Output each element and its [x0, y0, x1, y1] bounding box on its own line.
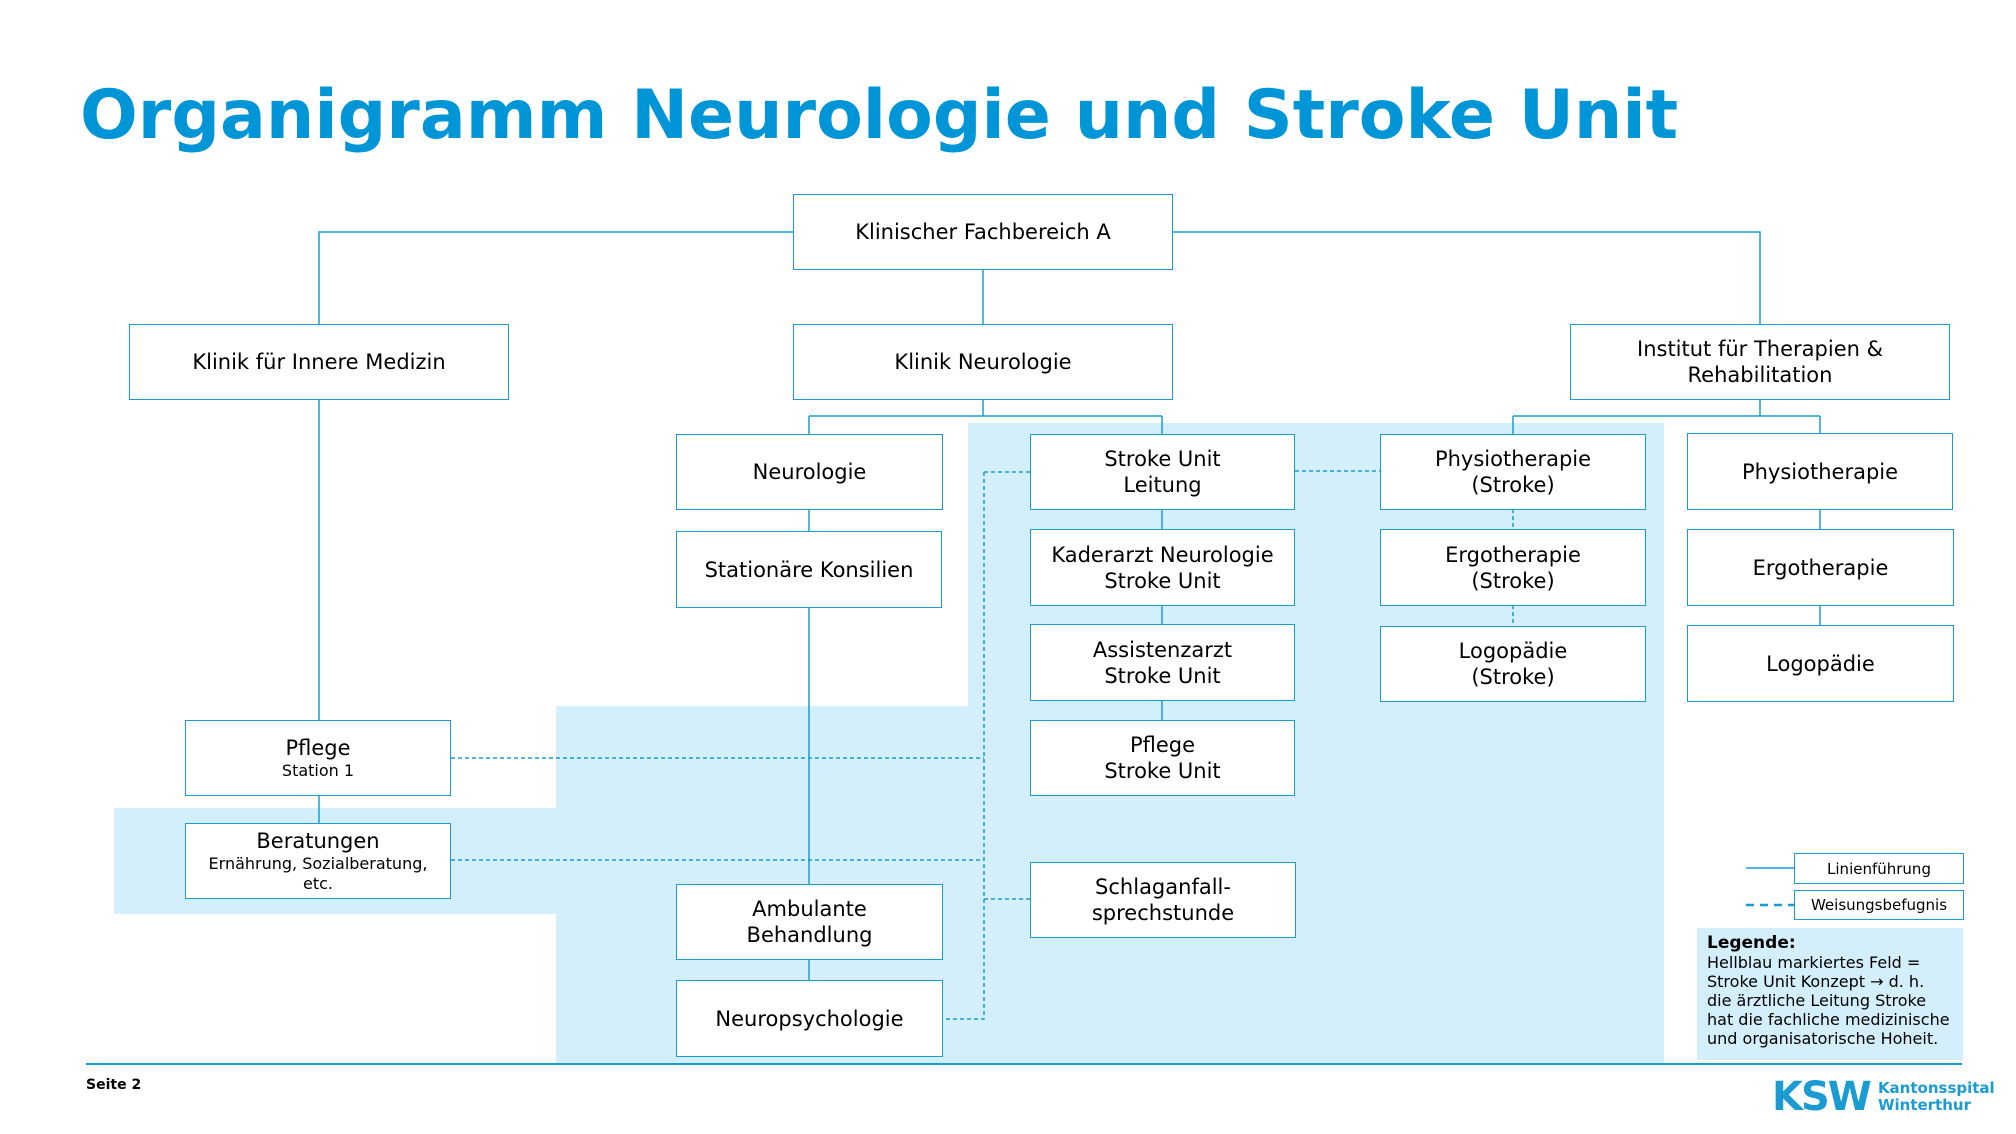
- node-logo-stroke: Logopädie (Stroke): [1380, 626, 1646, 702]
- line-neuro-split: [808, 399, 1163, 434]
- node-label: Neurologie: [752, 460, 867, 484]
- node-konsilien: Stationäre Konsilien: [676, 531, 942, 608]
- node-label: Stroke Unit: [1104, 568, 1221, 593]
- node-label: (Stroke): [1471, 568, 1555, 593]
- node-label: Rehabilitation: [1687, 363, 1833, 387]
- node-beratungen: Beratungen Ernährung, Sozialberatung, et…: [185, 823, 451, 899]
- line-institut-split: [1512, 399, 1821, 434]
- node-ergo: Ergotherapie: [1687, 529, 1954, 606]
- node-label: (Stroke): [1471, 665, 1555, 689]
- logo-name: Kantonsspital Winterthur: [1878, 1080, 1995, 1114]
- node-label: Stroke Unit: [1104, 663, 1221, 688]
- node-logo: Logopädie: [1687, 625, 1954, 702]
- node-label: Ergotherapie: [1445, 542, 1581, 567]
- node-label: Klinik für Innere Medizin: [192, 350, 446, 374]
- node-physio-stroke: Physiotherapie (Stroke): [1380, 434, 1646, 510]
- node-pflege-station: Pflege Station 1: [185, 720, 451, 796]
- node-label: Stroke Unit: [1104, 447, 1221, 471]
- node-assistenzarzt: Assistenzarzt Stroke Unit: [1030, 624, 1295, 701]
- node-label: Kaderarzt Neurologie: [1051, 542, 1274, 567]
- legend-dashed: Weisungsbefugnis: [1794, 890, 1964, 920]
- node-label: Pflege: [285, 736, 351, 760]
- node-ergo-stroke: Ergotherapie (Stroke): [1380, 529, 1646, 606]
- legend-solid: Linienführung: [1794, 853, 1964, 884]
- node-label: Assistenzarzt: [1092, 637, 1233, 662]
- node-label: Beratungen: [256, 829, 380, 853]
- node-ambulante: Ambulante Behandlung: [676, 884, 943, 960]
- node-label: Pflege: [1129, 733, 1196, 757]
- page-number: Seite 2: [86, 1077, 142, 1093]
- page-title: Organigramm Neurologie und Stroke Unit: [80, 76, 1679, 155]
- dashed-vertical: [943, 472, 985, 1020]
- ksw-logo: KSW Kantonsspital Winterthur: [1772, 1077, 1995, 1117]
- logo-line2: Winterthur: [1877, 1096, 1971, 1114]
- node-label: Klinik Neurologie: [894, 350, 1072, 374]
- logo-line1: Kantonsspital: [1877, 1079, 1995, 1097]
- node-institut: Institut für Therapien & Rehabilitation: [1570, 324, 1950, 400]
- line-top-right: [1173, 231, 1761, 324]
- node-label: Ambulante: [752, 897, 867, 921]
- node-label: Stroke Unit: [1104, 759, 1221, 783]
- node-label: Schlaganfall-: [1095, 875, 1231, 899]
- node-label: Behandlung: [746, 923, 873, 947]
- node-stroke-leitung: Stroke Unit Leitung: [1030, 434, 1295, 510]
- node-label: sprechstunde: [1091, 901, 1235, 925]
- legend-note-title: Legende:: [1707, 933, 1796, 953]
- node-label: Logopädie: [1458, 639, 1568, 663]
- legend-note-text: Hellblau markiertes Feld = Stroke Unit K…: [1707, 953, 1950, 1048]
- node-physio: Physiotherapie: [1687, 433, 1953, 510]
- node-sublabel: Station 1: [281, 761, 355, 780]
- footer-divider: [86, 1063, 1962, 1065]
- node-label: Institut für Therapien &: [1637, 337, 1883, 361]
- node-schlaganfall: Schlaganfall- sprechstunde: [1030, 862, 1296, 938]
- legend-note: Legende: Hellblau markiertes Feld = Stro…: [1697, 928, 1963, 1060]
- node-klinik-neurologie: Klinik Neurologie: [793, 324, 1173, 400]
- node-fachbereich: Klinischer Fachbereich A: [793, 194, 1173, 270]
- node-label: Klinischer Fachbereich A: [855, 220, 1111, 244]
- node-neurologie: Neurologie: [676, 434, 943, 510]
- node-label: Logopädie: [1766, 651, 1875, 676]
- node-label: Neuropsychologie: [715, 1006, 904, 1031]
- node-label: Physiotherapie: [1434, 447, 1592, 471]
- node-neuropsychologie: Neuropsychologie: [676, 980, 943, 1057]
- node-label: (Stroke): [1471, 473, 1555, 497]
- node-label: Stationäre Konsilien: [704, 557, 914, 582]
- node-label: Physiotherapie: [1741, 459, 1899, 484]
- node-sublabel: Ernährung, Sozialberatung, etc.: [208, 854, 428, 893]
- node-kaderarzt: Kaderarzt Neurologie Stroke Unit: [1030, 529, 1295, 606]
- node-innere-medizin: Klinik für Innere Medizin: [129, 324, 509, 400]
- line-top-left: [318, 231, 793, 324]
- node-label: Leitung: [1123, 473, 1202, 497]
- node-pflege-stroke: Pflege Stroke Unit: [1030, 720, 1295, 796]
- logo-abbr: KSW: [1772, 1074, 1872, 1120]
- legend-solid-label: Linienführung: [1827, 859, 1931, 878]
- legend-dashed-label: Weisungsbefugnis: [1810, 896, 1948, 914]
- node-label: Ergotherapie: [1752, 555, 1889, 580]
